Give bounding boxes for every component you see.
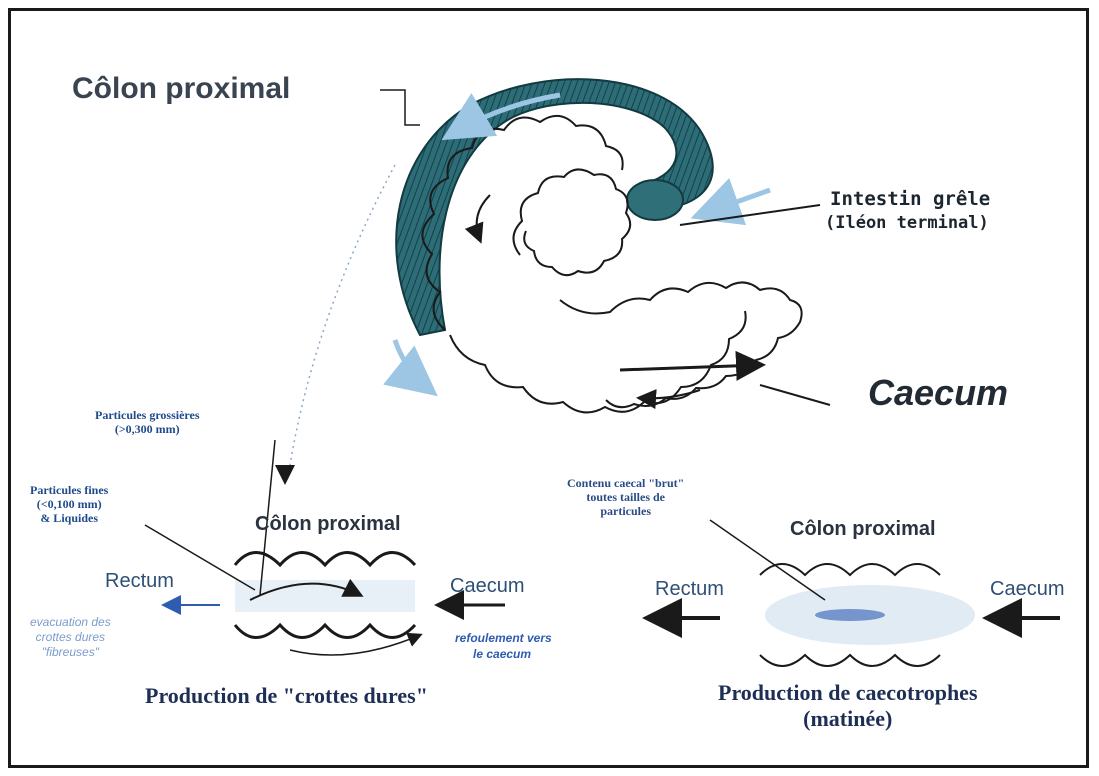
dotted-connector	[290, 165, 395, 465]
colon-ileum-junction	[627, 180, 683, 220]
label-particules-fines: Particules fines (<0,100 mm) & Liquides	[30, 483, 108, 525]
label-production-left: Production de "crottes dures"	[145, 683, 428, 709]
flow-arrow-light-bottom	[395, 340, 430, 390]
leader-colon-top	[380, 90, 420, 125]
label-production-right: Production de caecotrophes (matinée)	[718, 680, 978, 732]
leader-caecum	[760, 385, 830, 405]
label-left-caecum: Caecum	[450, 575, 524, 598]
label-right-colon-proximal: Côlon proximal	[790, 518, 936, 541]
label-particules-grossieres: Particules grossières (>0,300 mm)	[95, 408, 200, 436]
label-evacuation: evacuation des crottes dures "fibreuses"	[30, 615, 111, 660]
label-colon-proximal-top: Côlon proximal	[72, 72, 290, 106]
left-colon-top-wall	[235, 553, 415, 566]
flow-arrow-caecum	[620, 365, 760, 370]
label-left-colon-proximal: Côlon proximal	[255, 513, 401, 536]
flow-arrow-light-ileum	[700, 190, 770, 215]
label-ileon-terminal: (Iléon terminal)	[825, 213, 989, 233]
label-refoulement: refoulement vers le caecum	[455, 630, 552, 662]
left-colon-bottom-wall	[235, 625, 415, 638]
caecum-inner-spiral	[513, 169, 630, 275]
flow-arrow-inner-1	[477, 195, 490, 240]
right-colon-bottom-wall	[760, 655, 940, 666]
label-contenu-caecal: Contenu caecal "brut" toutes tailles de …	[567, 476, 684, 518]
label-left-rectum: Rectum	[105, 570, 174, 593]
label-caecum-top: Caecum	[868, 372, 1008, 414]
left-reflux-arrow	[290, 635, 420, 655]
label-right-rectum: Rectum	[655, 578, 724, 601]
label-right-caecum: Caecum	[990, 578, 1064, 601]
caecum-lower-wall	[450, 311, 746, 412]
label-intestin-grele: Intestin grêle	[830, 188, 990, 210]
flow-arrow-inner-2	[640, 390, 700, 398]
down-triangle-arrow	[275, 465, 295, 485]
